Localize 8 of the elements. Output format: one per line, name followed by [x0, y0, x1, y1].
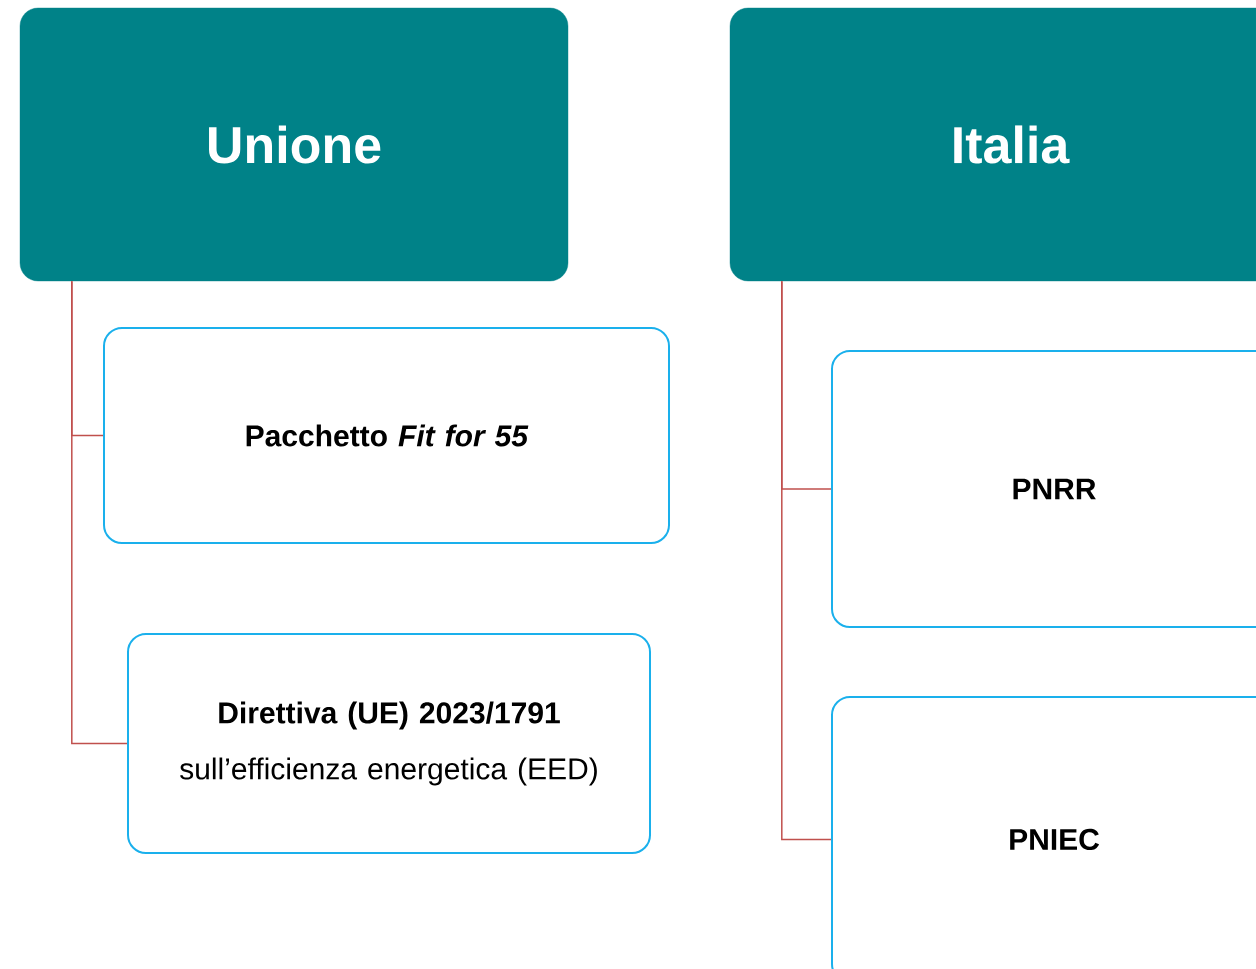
- content-box: Pacchetto Fit for 55: [103, 327, 670, 544]
- content-box: PNRR: [831, 350, 1256, 628]
- connector-line: [781, 280, 832, 841]
- header-box: Unione: [19, 7, 569, 282]
- content-box: Direttiva (UE) 2023/1791 sull’efficienza energetica (EED): [127, 633, 651, 854]
- header-box: Italia: [729, 7, 1256, 282]
- content-box: PNIEC: [831, 696, 1256, 969]
- connector-line: [71, 280, 128, 745]
